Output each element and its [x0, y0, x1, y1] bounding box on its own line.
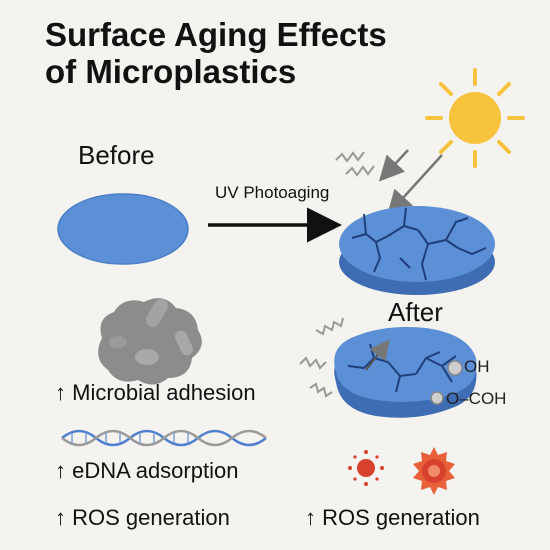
uv-ray-icon [335, 151, 365, 163]
uv-ray-icon [386, 154, 443, 216]
carboxyl-group-label: O–COH [446, 389, 507, 408]
pristine-microplastic [57, 193, 189, 265]
uv-ray-icon [378, 149, 409, 182]
uv-ray-icon [345, 165, 375, 177]
after-label: After [388, 297, 443, 327]
diagram-title: Surface Aging Effects of Microplastics [45, 16, 387, 90]
before-label: Before [78, 140, 155, 170]
uv-ray-icon [315, 317, 344, 336]
process-label: UV Photoaging [215, 183, 330, 202]
effect-microbial-adhesion: ↑ Microbial adhesion [55, 380, 256, 405]
effect-ros-generation-left: ↑ ROS generation [55, 505, 230, 530]
up-arrow-icon: ↑ [55, 458, 66, 483]
ros-dot-icon [348, 450, 384, 486]
sun-icon [425, 68, 525, 168]
ros-burst-icon [413, 447, 455, 495]
uv-ray-icon [309, 382, 333, 398]
bacteria-cluster-icon [98, 298, 202, 385]
effect-edna-adsorption: ↑ eDNA adsorption [55, 458, 239, 483]
dna-helix-icon [61, 429, 267, 447]
up-arrow-icon: ↑ [55, 505, 66, 530]
effect-ros-generation-right: ↑ ROS generation [305, 505, 480, 530]
aged-microplastic [339, 206, 495, 295]
up-arrow-icon: ↑ [55, 380, 66, 405]
emission-arrow [365, 339, 390, 371]
hydroxyl-group-label: OH [464, 357, 490, 376]
up-arrow-icon: ↑ [305, 505, 316, 530]
uv-ray-icon [299, 356, 327, 370]
